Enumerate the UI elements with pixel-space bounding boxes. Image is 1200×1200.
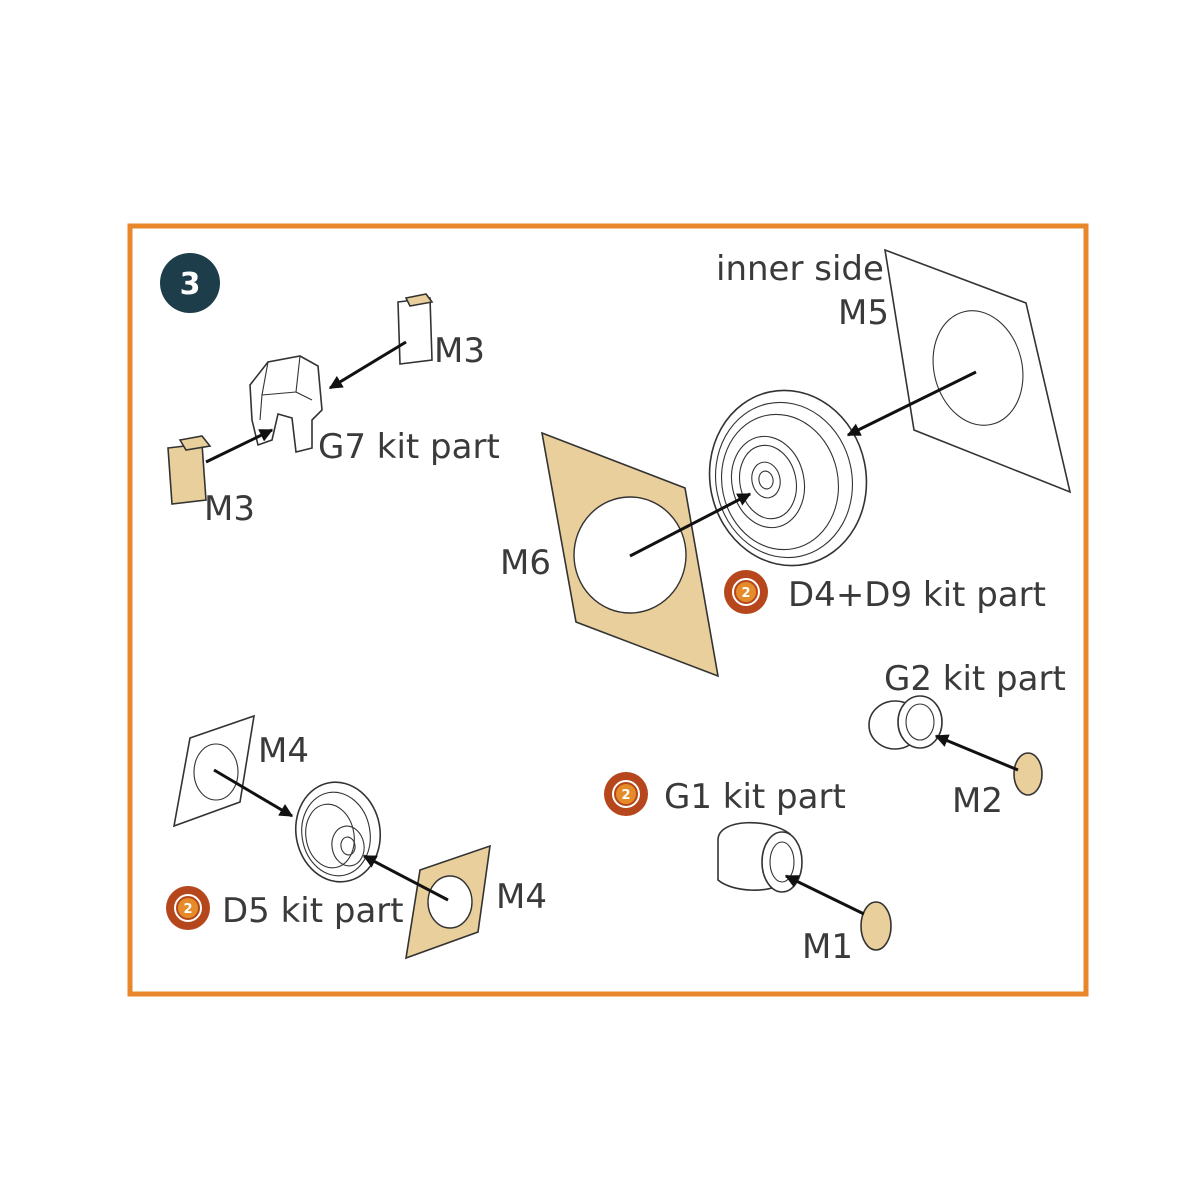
- label-m5: M5: [838, 293, 889, 333]
- label-m6: M6: [500, 543, 551, 583]
- label-m2: M2: [952, 781, 1003, 821]
- option-2-icon: 2: [741, 586, 750, 601]
- m4-bottom-mask: [404, 844, 491, 960]
- small-wheel: [294, 781, 382, 883]
- g2-part: [868, 695, 943, 750]
- option-2-icon: 2: [621, 788, 630, 803]
- option-badge-d4d9: 2: [724, 570, 768, 614]
- m2-mask: [1013, 752, 1043, 796]
- label-d4d9: D4+D9 kit part: [788, 575, 1046, 615]
- main-wheel: [708, 389, 868, 567]
- step-number: 3: [180, 267, 201, 302]
- arrow-m2: [934, 734, 1019, 772]
- option-badge-d5: 2: [166, 886, 210, 930]
- step-badge: 3: [160, 253, 220, 313]
- label-g7: G7 kit part: [318, 427, 500, 467]
- arrow-m5-to-wheel: [846, 370, 977, 437]
- label-m4-top: M4: [258, 731, 309, 771]
- m5-mask-sheet: [883, 248, 1072, 494]
- arrow-m1: [784, 874, 865, 916]
- option-badge-g1: 2: [604, 772, 648, 816]
- label-m4-bottom: M4: [496, 877, 547, 917]
- label-m3-top: M3: [434, 331, 485, 371]
- label-g1: G1 kit part: [664, 777, 846, 817]
- arrow-m6-to-wheel: [629, 492, 752, 558]
- g1-part: [717, 821, 803, 893]
- label-inner-side: inner side: [716, 249, 884, 289]
- label-m3-bottom: M3: [204, 489, 255, 529]
- m1-mask: [860, 901, 892, 951]
- label-g2: G2 kit part: [884, 659, 1066, 699]
- label-d5: D5 kit part: [222, 891, 404, 931]
- m3-top-mask: [397, 293, 434, 365]
- arrow-m4-top: [213, 768, 294, 818]
- arrow-m3-bottom: [205, 428, 274, 464]
- arrow-m3-top: [328, 340, 407, 390]
- label-m1: M1: [802, 927, 853, 967]
- step-frame: [127, 223, 1089, 997]
- arrow-m4-bottom: [362, 854, 449, 902]
- option-2-icon: 2: [183, 902, 192, 917]
- m3-bottom-mask: [167, 435, 212, 505]
- g7-part: [249, 355, 323, 453]
